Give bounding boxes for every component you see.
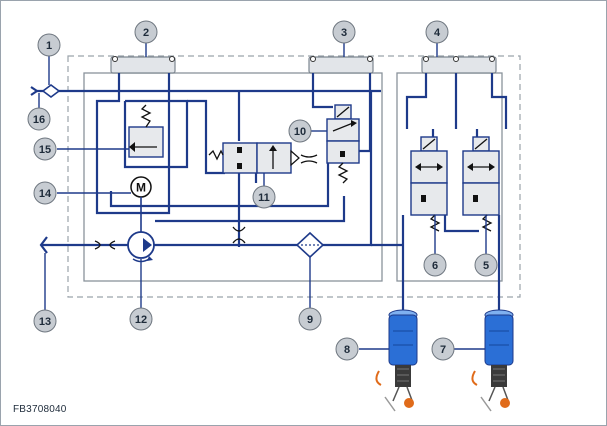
callout-10: 10 (288, 119, 312, 143)
callout-7: 7 (431, 337, 455, 361)
callout-9: 9 (298, 307, 322, 331)
pneumatic-valve-11 (208, 142, 300, 174)
svg-text:12: 12 (135, 314, 147, 326)
svg-text:1: 1 (46, 40, 52, 52)
pressure-sensor-3 (308, 56, 374, 74)
callout-14: 14 (33, 181, 57, 205)
callout-6: 6 (423, 253, 447, 277)
strut-solenoid-valve-6 (410, 136, 448, 232)
exhaust-solenoid-valve-10 (326, 104, 360, 184)
svg-text:5: 5 (483, 260, 489, 272)
callout-leaders (38, 39, 487, 350)
svg-text:16: 16 (33, 114, 45, 126)
callout-11: 11 (252, 185, 276, 209)
strut-solenoid-valve-5 (462, 136, 500, 232)
callout-12: 12 (129, 307, 153, 331)
callout-5: 5 (474, 253, 498, 277)
svg-text:7: 7 (440, 344, 446, 356)
callout-1: 1 (37, 33, 61, 57)
svg-text:11: 11 (258, 192, 270, 204)
callout-4: 4 (425, 20, 449, 44)
svg-text:14: 14 (39, 188, 52, 200)
air-intake-arrow (39, 236, 48, 254)
svg-text:9: 9 (307, 314, 313, 326)
electric-motor-14: M (130, 176, 152, 233)
svg-text:13: 13 (39, 316, 51, 328)
svg-text:2: 2 (143, 27, 149, 39)
restrictor-symbols (94, 154, 318, 250)
pressure-sensor-2 (110, 56, 176, 74)
figure-id-label: FB3708040 (13, 404, 67, 415)
callout-13: 13 (33, 309, 57, 333)
svg-text:3: 3 (341, 27, 347, 39)
pressure-relief-valve-15 (128, 104, 164, 158)
inlet-filter-1 (41, 84, 61, 98)
svg-text:4: 4 (434, 27, 441, 39)
system-dashed-boundary (67, 55, 521, 298)
svg-text:10: 10 (294, 126, 306, 138)
svg-text:8: 8 (344, 344, 350, 356)
callout-15: 15 (33, 137, 57, 161)
callout-16: 16 (27, 107, 51, 131)
svg-text:6: 6 (432, 260, 438, 272)
compressor-pump-12 (127, 231, 155, 263)
air-strut-8 (375, 301, 418, 412)
svg-text:M: M (136, 181, 146, 195)
callout-8: 8 (335, 337, 359, 361)
pneumatic-lines-compressor (30, 73, 381, 247)
svg-text:15: 15 (39, 144, 51, 156)
air-strut-7 (471, 301, 514, 412)
callout-3: 3 (332, 20, 356, 44)
callout-2: 2 (134, 20, 158, 44)
pressure-sensor-4 (421, 56, 497, 74)
